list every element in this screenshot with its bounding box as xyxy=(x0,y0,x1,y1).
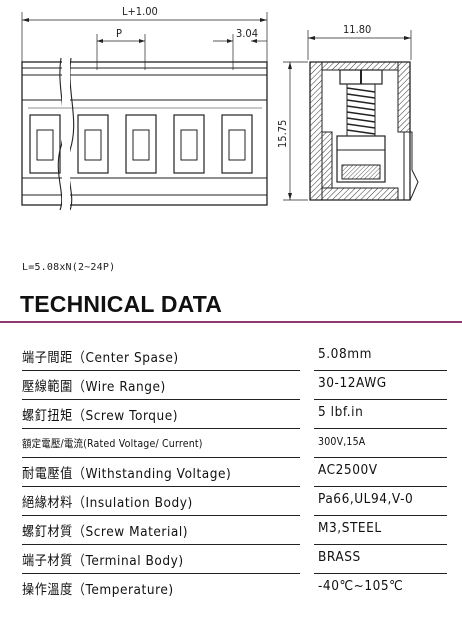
dim-depth: 11.80 xyxy=(343,23,371,36)
spec-value: M3,STEEL xyxy=(318,520,382,536)
spec-value: Pa66,UL94,V-0 xyxy=(318,491,414,507)
spec-label: 端子材質（Terminal Body) xyxy=(22,553,184,569)
spec-value: -40℃~105℃ xyxy=(318,578,404,594)
spec-label: 壓線範圍（Wire Range) xyxy=(22,379,166,395)
spec-label: 端子間距（Center Spase) xyxy=(22,350,179,366)
spec-row: 耐電壓值（Withstanding Voltage) AC2500V xyxy=(22,458,447,487)
spec-value: 30-12AWG xyxy=(318,375,387,391)
spec-value: 300V,15A xyxy=(318,436,366,448)
side-view xyxy=(283,30,419,201)
spec-row: 壓線範圍（Wire Range) 30-12AWG xyxy=(22,371,447,400)
spec-row: 端子材質（Terminal Body) BRASS xyxy=(22,545,447,574)
dim-end-offset: 3.04 xyxy=(236,27,258,40)
technical-drawing: L+1.00 P 3.04 11.80 15.75 xyxy=(21,5,419,211)
dim-height: 15.75 xyxy=(276,120,289,148)
front-view xyxy=(21,12,268,211)
spec-label: 螺釘扭矩（Screw Torque) xyxy=(22,408,179,424)
spec-value: 5 lbf.in xyxy=(318,404,364,420)
spec-row: 操作溫度（Temperature) -40℃~105℃ xyxy=(22,574,447,603)
dim-pitch: P xyxy=(116,27,122,40)
spec-label: 操作溫度（Temperature) xyxy=(22,582,174,598)
title-divider xyxy=(0,321,462,323)
dim-overall-length: L+1.00 xyxy=(122,5,158,18)
spec-row: 額定電壓/電流(Rated Voltage/ Current) 300V,15A xyxy=(22,429,447,458)
spec-value: BRASS xyxy=(318,549,361,565)
spec-value: 5.08mm xyxy=(318,346,372,362)
spec-label: 螺釘材質（Screw Material) xyxy=(22,524,189,540)
spec-row: 螺釘材質（Screw Material) M3,STEEL xyxy=(22,516,447,545)
spec-row: 絕緣材料（Insulation Body) Pa66,UL94,V-0 xyxy=(22,487,447,516)
spec-label: 絕緣材料（Insulation Body) xyxy=(22,495,193,511)
length-formula: L=5.08xN(2~24P) xyxy=(22,262,116,273)
spec-label: 耐電壓值（Withstanding Voltage) xyxy=(22,466,232,482)
spec-row: 端子間距（Center Spase) 5.08mm xyxy=(22,342,447,371)
spec-table: 端子間距（Center Spase) 5.08mm 壓線範圍（Wire Rang… xyxy=(22,342,447,603)
spec-value: AC2500V xyxy=(318,462,378,478)
section-title: TECHNICAL DATA xyxy=(20,291,223,317)
spec-label: 額定電壓/電流(Rated Voltage/ Current) xyxy=(22,438,203,450)
spec-row: 螺釘扭矩（Screw Torque) 5 lbf.in xyxy=(22,400,447,429)
wire-entries xyxy=(29,114,253,174)
